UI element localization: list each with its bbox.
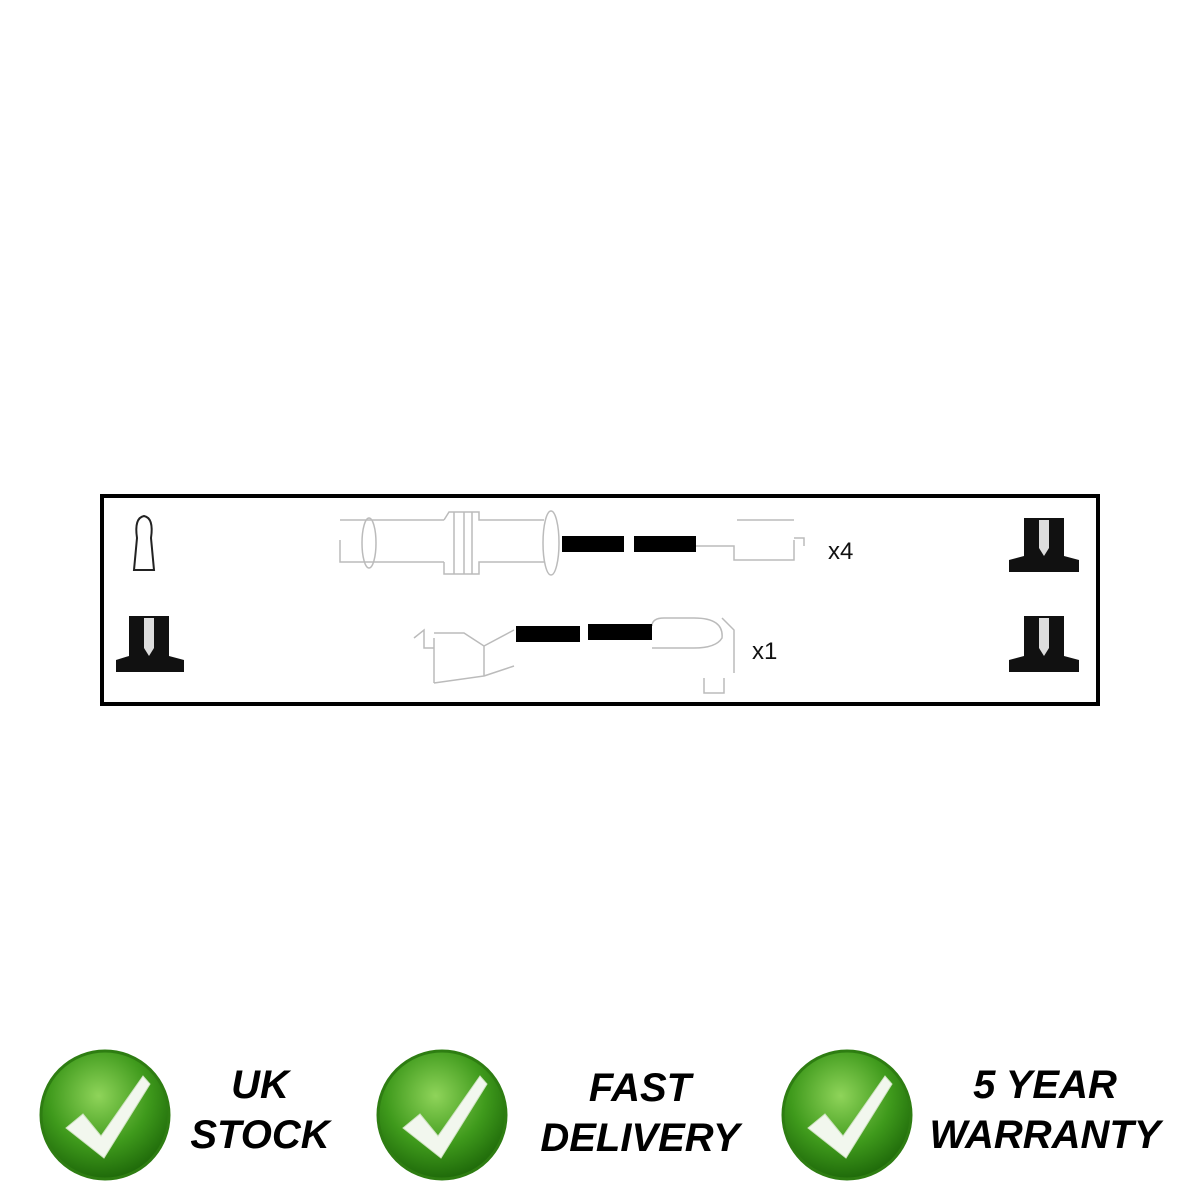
badge-uk-stock: UK STOCK [160,1060,360,1160]
badge-fast-delivery: FAST DELIVERY [520,1063,760,1163]
badge-line1: UK [231,1063,289,1107]
check-icon [781,1049,913,1181]
badge-line1: FAST [588,1066,692,1110]
badge-line2: WARRANTY [929,1113,1161,1157]
spark-plug-connector-icon [132,514,156,571]
row2-quantity: x1 [752,638,778,665]
check-icon [376,1049,508,1181]
badge-5-year-warranty: 5 YEAR WARRANTY [915,1060,1175,1160]
badge-line2: DELIVERY [540,1116,740,1160]
row1-quantity: x4 [828,538,854,565]
ignition-lead-diagram: x4 x1 [100,494,1100,706]
check-icon [39,1049,171,1181]
lead-drawing [116,510,1079,694]
badge-line2: STOCK [190,1113,330,1157]
badge-line1: 5 YEAR [973,1063,1117,1107]
